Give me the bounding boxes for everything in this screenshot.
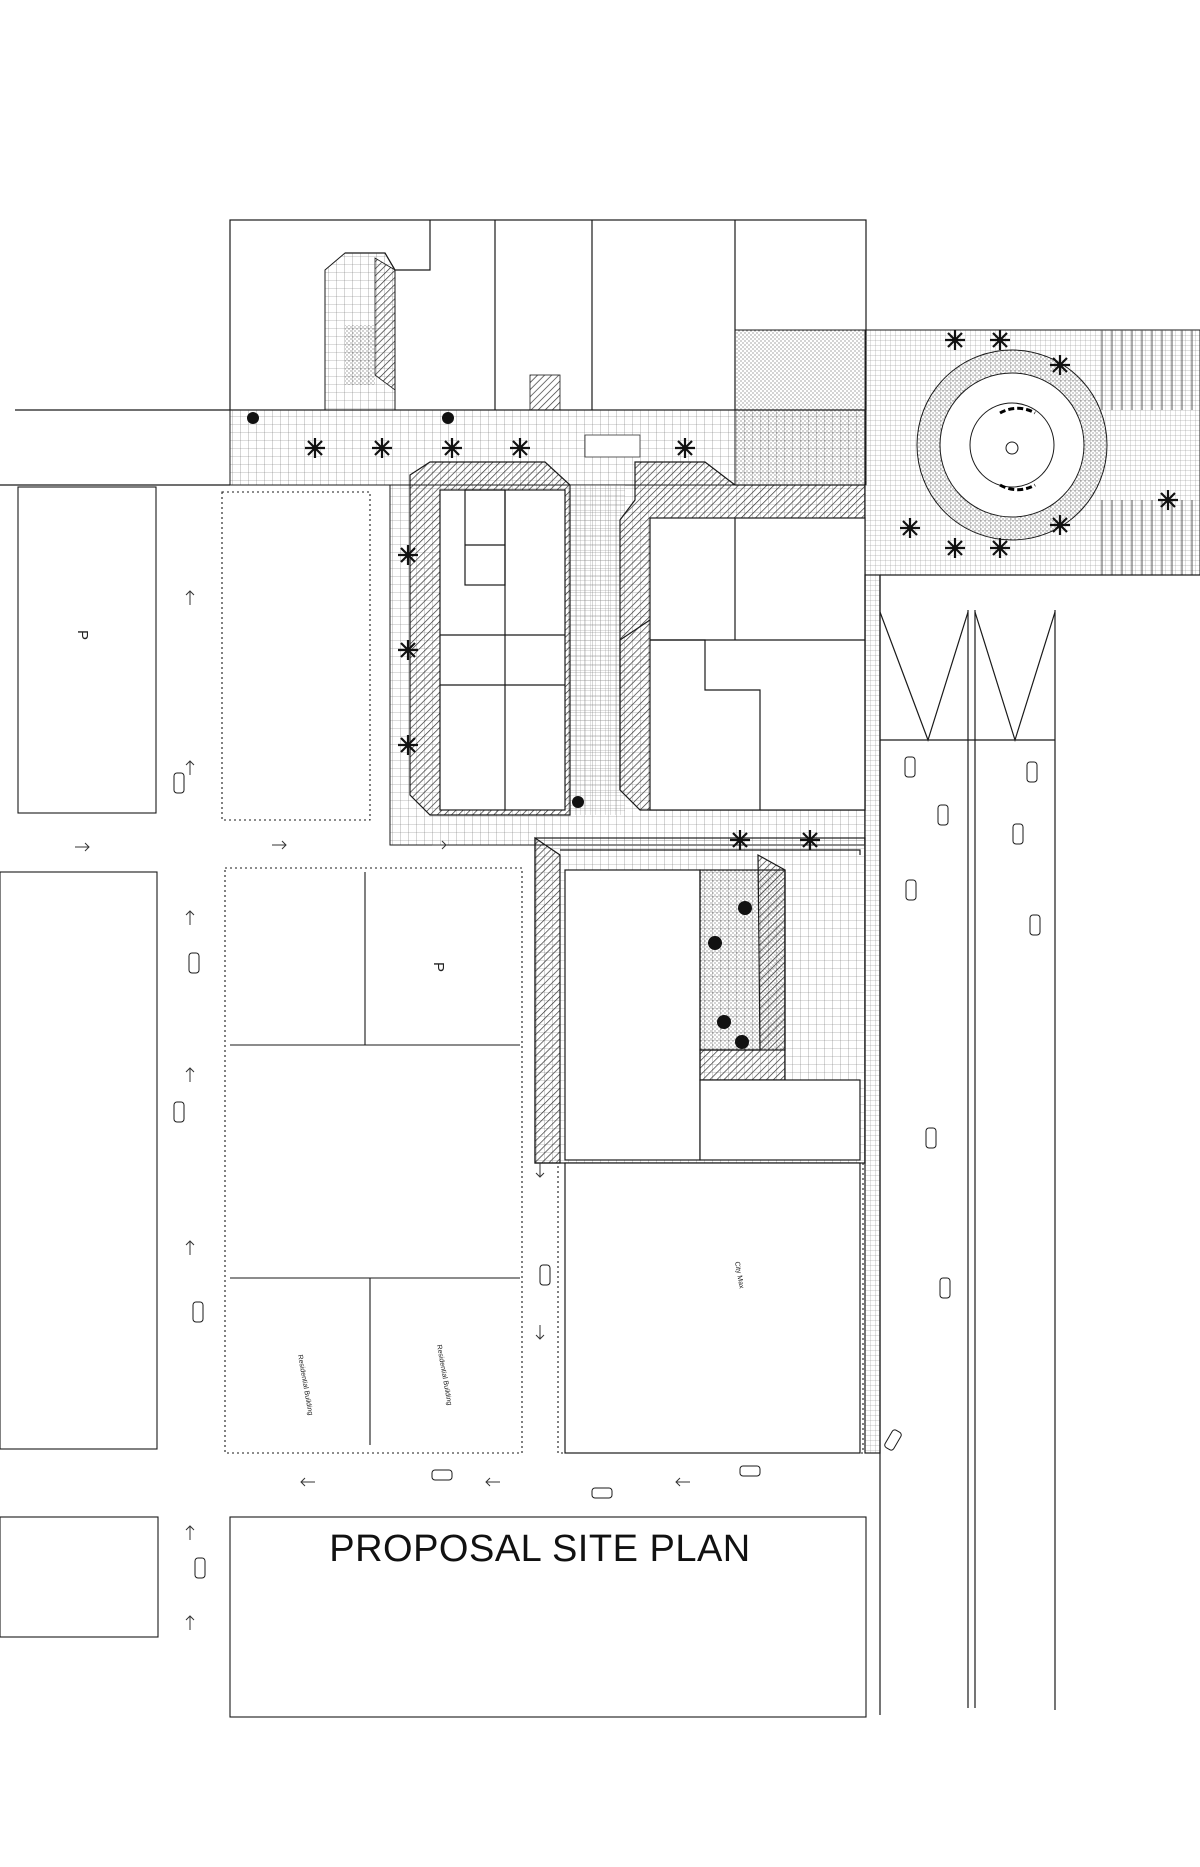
east-plaza bbox=[734, 329, 1200, 576]
drawing-title: PROPOSAL SITE PLAN bbox=[329, 1528, 751, 1570]
building-east-cluster bbox=[619, 461, 866, 811]
parking-label-west: P bbox=[74, 630, 91, 640]
residential-label-east: Residential Building bbox=[435, 1344, 453, 1406]
traffic-arrows bbox=[75, 590, 690, 1630]
trees bbox=[247, 412, 752, 1049]
west-blocks bbox=[0, 486, 867, 1718]
roads bbox=[0, 409, 1200, 1715]
cars bbox=[173, 756, 1041, 1579]
palms bbox=[305, 330, 1178, 850]
building-west-cluster bbox=[409, 461, 571, 816]
city-max-label: City Max bbox=[733, 1261, 745, 1290]
building-south-l bbox=[534, 836, 866, 1454]
parking-label-south: P bbox=[430, 962, 447, 972]
residential-label-west: Residential Building bbox=[296, 1354, 314, 1416]
